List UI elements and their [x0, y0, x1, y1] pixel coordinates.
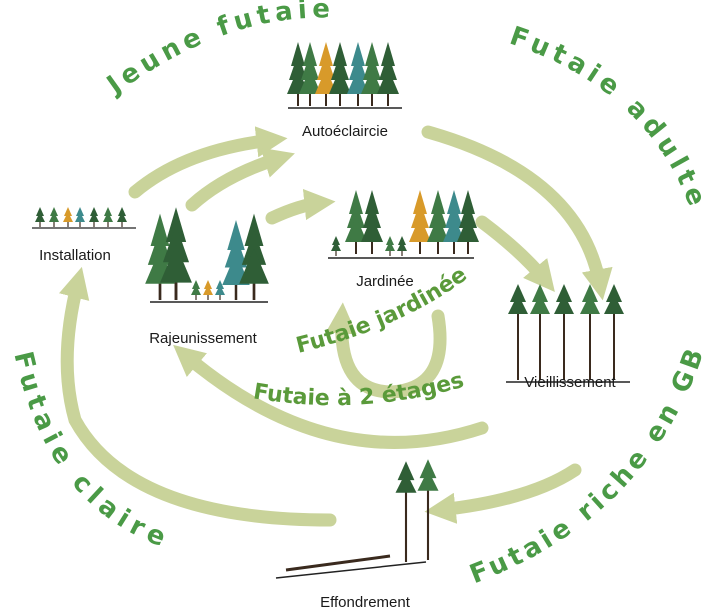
arrow-rajeunissement-to-jardinee — [265, 189, 336, 225]
arrow-installation-to-autoeclaircie — [128, 126, 288, 199]
stage-vieillissement-label: Vieillissement — [524, 374, 616, 391]
trees-vieillissement — [506, 283, 630, 383]
stage-effondrement-label: Effondrement — [320, 594, 411, 611]
trees-effondrement — [275, 458, 440, 579]
arrow-jardinee-loop — [325, 302, 447, 399]
arrow-jardinee-to-vieillissement — [475, 215, 555, 293]
stage-autoeclaircie-label: Autoéclaircie — [302, 123, 388, 140]
arrow-rajeunissement-to-autoeclaircie — [185, 147, 295, 212]
arrow-autoeclaircie-to-vieillissement — [421, 125, 613, 301]
trees-installation — [32, 206, 136, 229]
stage-rajeunissement-label: Rajeunissement — [149, 330, 257, 347]
trees-rajeunissement — [143, 205, 271, 303]
trees-jardinee — [328, 189, 480, 259]
arrow-vieillissement-to-effondrement — [424, 463, 582, 524]
arrow-vieillissement-to-rajeunissement — [173, 344, 489, 449]
arrow-effondrement-to-installation — [59, 266, 337, 527]
cycle-arrows — [59, 125, 613, 527]
stage-installation-label: Installation — [39, 247, 111, 264]
stage-jardinee-label: Jardinée — [356, 273, 414, 290]
trees-autoeclaircie — [286, 41, 402, 109]
